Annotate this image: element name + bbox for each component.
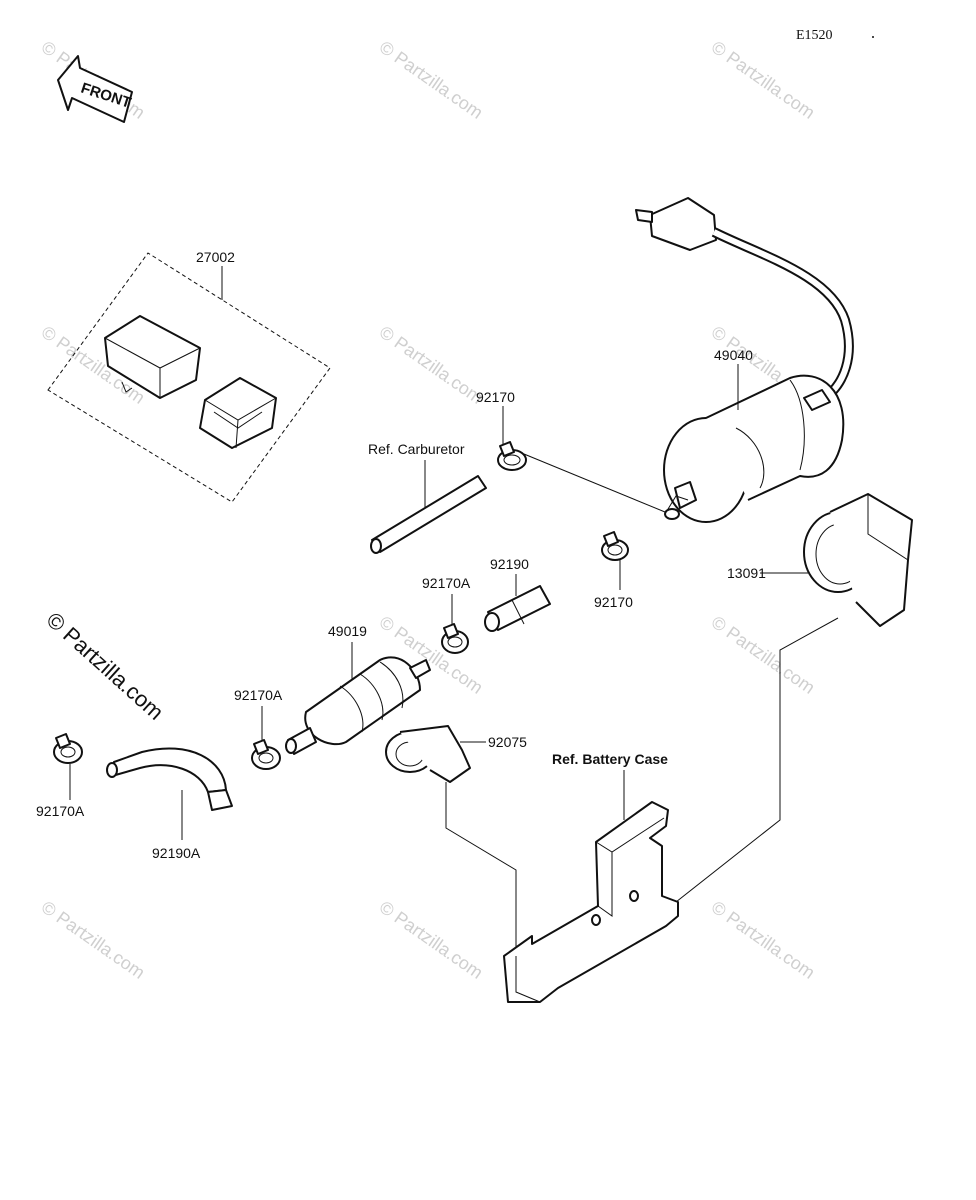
part-13091 (803, 493, 913, 627)
part-92170-top (497, 441, 527, 471)
relay-box (104, 315, 201, 399)
connection-line (523, 453, 666, 513)
ref-label-battery-case: Ref. Battery Case (552, 751, 668, 767)
watermark: © Partzilla.com (376, 322, 487, 408)
part-92170A-filter (251, 739, 281, 770)
part-label-92170-top: 92170 (476, 389, 515, 405)
part-92170-right (601, 531, 629, 561)
pump-outlet (674, 481, 697, 509)
part-27002 (47, 252, 331, 503)
part-label-49040: 49040 (714, 347, 753, 363)
part-label-92075: 92075 (488, 734, 527, 750)
ref-label-carburetor: Ref. Carburetor (368, 441, 465, 457)
part-label-92170-right: 92170 (594, 594, 633, 610)
relay-socket (199, 377, 277, 449)
part-label-13091: 13091 (727, 565, 766, 581)
part-label-92170A-mid: 92170A (422, 575, 471, 591)
connection-line (675, 617, 839, 903)
battery-case-bracket (503, 801, 679, 1003)
front-arrow: FRONT (57, 55, 133, 123)
part-label-92190A: 92190A (152, 845, 201, 861)
part-92170A-left (53, 733, 83, 764)
part-92190 (484, 585, 551, 632)
part-label-27002: 27002 (196, 249, 235, 265)
watermark-main: © Partzilla.com (42, 607, 169, 725)
part-label-92170A-left: 92170A (36, 803, 85, 819)
watermark: © Partzilla.com (708, 897, 819, 983)
carburetor-hose (370, 475, 487, 554)
part-label-92190: 92190 (490, 556, 529, 572)
watermark: © Partzilla.com (376, 37, 487, 123)
connection-line (445, 782, 517, 948)
part-49019 (285, 656, 431, 755)
part-92075 (385, 725, 471, 783)
watermark: © Partzilla.com (708, 612, 819, 698)
diagram-code: E1520 (796, 28, 833, 43)
watermark: © Partzilla.com (38, 897, 149, 983)
pump-connector (649, 197, 717, 251)
watermark: © Partzilla.com (708, 37, 819, 123)
part-label-49019: 49019 (328, 623, 367, 639)
part-92190A (106, 747, 233, 811)
watermark: © Partzilla.com (376, 897, 487, 983)
dashed-frame (47, 252, 331, 503)
part-49040 (635, 197, 854, 523)
part-92170A-mid (441, 623, 469, 654)
part-label-92170A-filter: 92170A (234, 687, 283, 703)
dot-mark (872, 36, 874, 38)
